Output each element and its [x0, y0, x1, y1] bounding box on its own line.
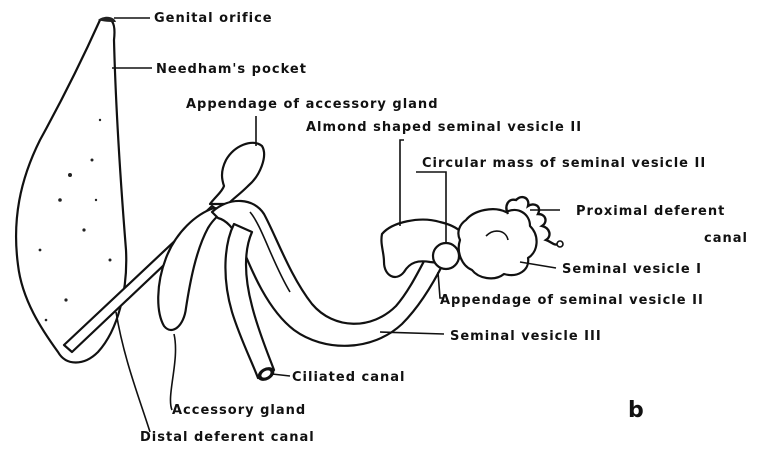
- accessory-gland-shape: [158, 208, 226, 330]
- label-ciliated-canal: Ciliated canal: [292, 370, 406, 385]
- label-proximal-deferent: Proximal deferent: [576, 204, 725, 219]
- circular-mass-shape: [433, 243, 459, 269]
- label-distal-deferent-canal: Distal deferent canal: [140, 430, 315, 445]
- seminal-vesicle-1-shape: [458, 209, 536, 278]
- label-almond-seminal-vesicle: Almond shaped seminal vesicle II: [306, 120, 582, 135]
- label-genital-orifice: Genital orifice: [154, 11, 273, 26]
- label-needhams-pocket: Needham's pocket: [156, 62, 307, 77]
- label-circular-mass: Circular mass of seminal vesicle II: [422, 156, 706, 171]
- label-appendage-seminal-vesicle: Appendage of seminal vesicle II: [440, 293, 704, 308]
- label-seminal-vesicle-1: Seminal vesicle I: [562, 262, 702, 277]
- accessory-gland-appendage-shape: [210, 143, 264, 204]
- label-seminal-vesicle-3: Seminal vesicle III: [450, 329, 602, 344]
- proximal-deferent-canal-end: [557, 241, 563, 247]
- label-accessory-gland: Accessory gland: [172, 403, 306, 418]
- label-appendage-accessory-gland: Appendage of accessory gland: [186, 97, 439, 112]
- panel-letter: b: [628, 398, 644, 423]
- label-proximal-deferent-canal: canal: [704, 231, 748, 246]
